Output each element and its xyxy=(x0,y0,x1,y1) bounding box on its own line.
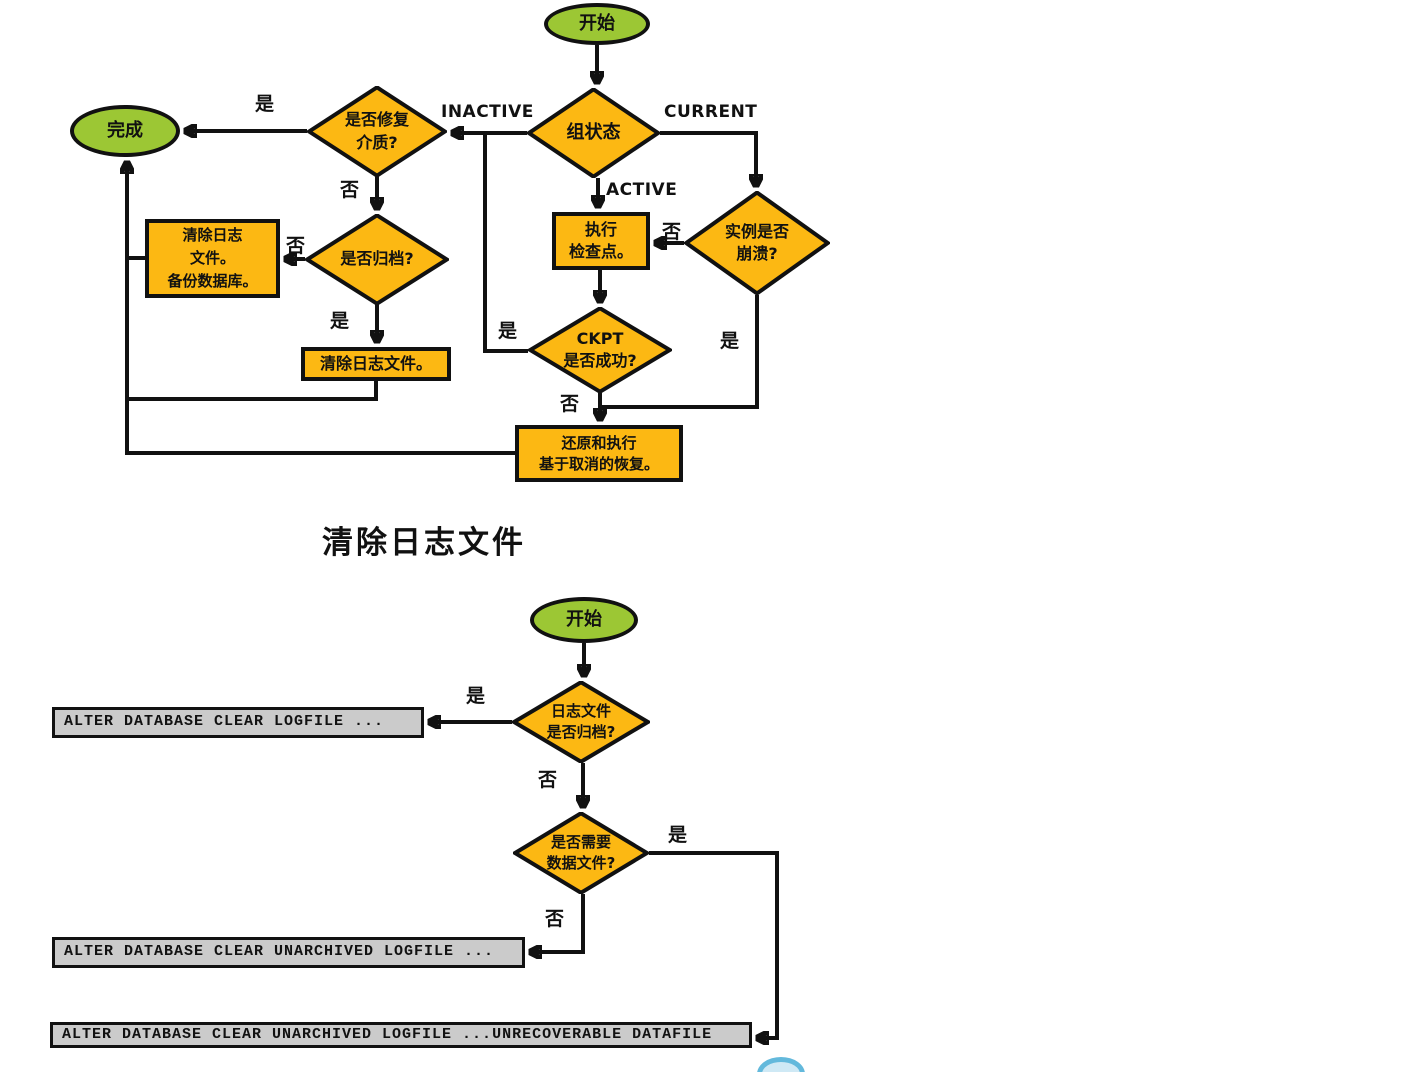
edge-needdatafile-no-to-cmd2 xyxy=(530,894,585,952)
edge-label-logfile-archived-yes: 是 xyxy=(466,685,486,707)
decision-archived-label: 是否归档? xyxy=(340,249,414,269)
decision-repair-media-label: 是否修复 介质? xyxy=(344,110,409,152)
process-exec-checkpoint: 执行 检查点。 xyxy=(552,212,650,270)
start-node-1-label: 开始 xyxy=(579,12,615,34)
edge-label-need-datafile-yes: 是 xyxy=(668,824,688,846)
edge-label-crash-yes: 是 xyxy=(720,330,740,352)
process-restore-recover: 还原和执行 基于取消的恢复。 xyxy=(515,425,683,482)
edge-label-active: ACTIVE xyxy=(606,180,678,200)
decision-instance-crash-label: 实例是否 崩溃? xyxy=(724,221,789,263)
process-clear-logfile-label: 清除日志文件。 xyxy=(319,353,432,373)
edge-instancecrash-yes-to-restore xyxy=(600,295,759,409)
diamond-shape xyxy=(512,681,650,763)
decision-instance-crash: 实例是否 崩溃? xyxy=(684,191,830,295)
edge-label-archived-yes: 是 xyxy=(330,310,350,332)
edge-label-logfile-archived-no: 否 xyxy=(538,769,558,791)
process-restore-recover-label: 还原和执行 基于取消的恢复。 xyxy=(538,433,659,473)
command-clear-unarchived: ALTER DATABASE CLEAR UNARCHIVED LOGFILE … xyxy=(52,937,525,968)
process-clear-backup: 清除日志 文件。 备份数据库。 xyxy=(145,219,280,298)
edge-clearlogfile-to-leftline xyxy=(127,381,378,401)
edge-label-need-datafile-no: 否 xyxy=(545,908,565,930)
start-node-1: 开始 xyxy=(544,3,650,45)
decision-group-status-label: 组状态 xyxy=(566,121,621,143)
diamond-shape xyxy=(305,214,449,305)
section-title: 清除日志文件 xyxy=(322,525,526,561)
decision-archived: 是否归档? xyxy=(305,214,449,305)
diamond-shape xyxy=(528,307,672,393)
done-node: 完成 xyxy=(70,105,180,157)
start-node-2-label: 开始 xyxy=(566,608,602,630)
command-clear-unrecoverable: ALTER DATABASE CLEAR UNARCHIVED LOGFILE … xyxy=(50,1022,752,1048)
diamond-shape xyxy=(307,86,447,177)
diamond-shape xyxy=(527,88,660,178)
decision-repair-media: 是否修复 介质? xyxy=(307,86,447,177)
diamond-shape xyxy=(513,812,649,894)
command-clear-unarchived-text: ALTER DATABASE CLEAR UNARCHIVED LOGFILE … xyxy=(64,943,495,961)
command-clear-unrecoverable-text: ALTER DATABASE CLEAR UNARCHIVED LOGFILE … xyxy=(62,1025,713,1043)
edge-label-current: CURRENT xyxy=(664,102,758,122)
decision-group-status: 组状态 xyxy=(527,88,660,178)
decision-ckpt-success-label: CKPT 是否成功? xyxy=(563,328,637,370)
edge-label-repair-no: 否 xyxy=(340,179,360,201)
edge-label-ckpt-yes: 是 xyxy=(498,320,518,342)
process-exec-checkpoint-label: 执行 检查点。 xyxy=(568,219,633,261)
edge-needdatafile-yes-to-cmd3 xyxy=(649,851,779,1038)
done-node-label: 完成 xyxy=(107,119,143,141)
edge-label-crash-no: 否 xyxy=(662,221,682,243)
edge-label-inactive: INACTIVE xyxy=(441,102,534,122)
diamond-shape xyxy=(684,191,830,295)
edge-label-repair-yes: 是 xyxy=(255,93,275,115)
edge-ckpt-yes-to-inactive-line xyxy=(483,133,528,353)
decision-ckpt-success: CKPT 是否成功? xyxy=(528,307,672,393)
edge-groupstatus-current-to-instancecrash xyxy=(660,131,756,186)
edge-label-ckpt-no: 否 xyxy=(560,393,580,415)
command-clear-logfile: ALTER DATABASE CLEAR LOGFILE ... xyxy=(52,707,424,738)
edge-label-archived-no: 否 xyxy=(286,235,306,257)
decision-logfile-archived: 日志文件 是否归档? xyxy=(512,681,650,763)
process-clear-logfile: 清除日志文件。 xyxy=(301,347,451,381)
decision-need-datafile-label: 是否需要 数据文件? xyxy=(546,833,616,872)
process-clear-backup-label: 清除日志 文件。 备份数据库。 xyxy=(167,225,258,291)
decision-logfile-archived-label: 日志文件 是否归档? xyxy=(546,702,616,741)
decision-need-datafile: 是否需要 数据文件? xyxy=(513,812,649,894)
start-node-2: 开始 xyxy=(530,597,638,643)
command-clear-logfile-text: ALTER DATABASE CLEAR LOGFILE ... xyxy=(64,713,385,731)
